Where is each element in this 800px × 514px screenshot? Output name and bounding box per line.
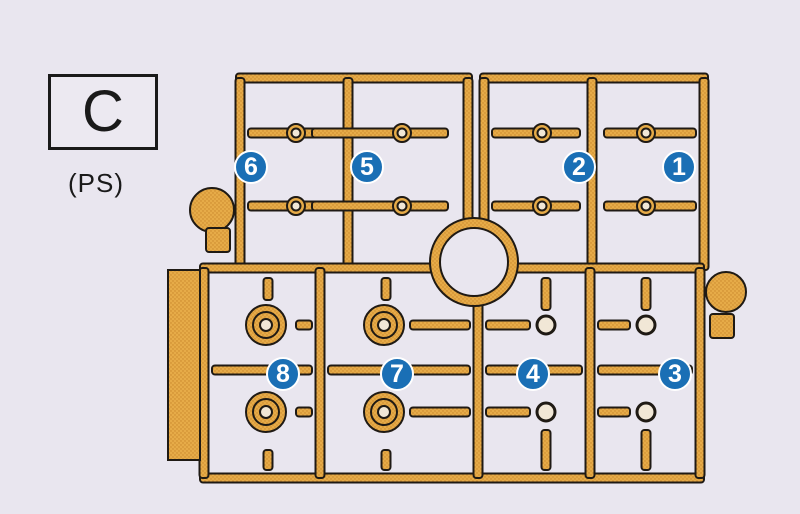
small-ring-hole: [640, 127, 652, 139]
large-ring-hole: [377, 318, 391, 332]
small-ring-hole: [536, 127, 548, 139]
sprue-letter: C: [82, 79, 124, 144]
runner-bar: [295, 406, 313, 418]
runner-bar: [409, 319, 471, 331]
small-ring-hole: [536, 200, 548, 212]
runner-tab-left: [167, 269, 201, 461]
runner-bar: [409, 406, 471, 418]
large-ring-hole: [259, 318, 273, 332]
part-number-6: 6: [244, 152, 258, 181]
runner-bar: [311, 127, 449, 139]
small-ring-hole: [396, 200, 408, 212]
part-number-3-badge: 3: [658, 357, 692, 391]
part-number-1-badge: 1: [662, 150, 696, 184]
part-number-1: 1: [672, 152, 686, 181]
bottom-divider-3: [584, 267, 596, 479]
bottom-outer-bottom: [199, 472, 705, 484]
small-black-ring-part: [635, 401, 657, 423]
top-right-outer-right: [698, 77, 710, 271]
large-ring-hole: [259, 405, 273, 419]
part-number-5: 5: [360, 152, 374, 181]
small-ring-hole: [640, 200, 652, 212]
large-ring-inner: [370, 398, 398, 426]
top-left-outer-top: [235, 72, 473, 84]
sprue-material-label: (PS): [68, 168, 124, 198]
large-ring-inner: [252, 398, 280, 426]
runner-bar: [295, 319, 313, 331]
runner-bar: [380, 449, 392, 471]
bottom-divider-2: [472, 299, 484, 479]
runner-bar: [485, 319, 531, 331]
runner-bar: [540, 429, 552, 471]
gate-tab-left: [189, 187, 235, 233]
gate-tab-right-stem: [709, 313, 735, 339]
part-number-2: 2: [572, 152, 586, 181]
runner-bar: [262, 277, 274, 301]
runner-bar: [311, 200, 449, 212]
runner-bar: [540, 277, 552, 311]
part-number-3: 3: [668, 359, 682, 388]
part-number-8: 8: [276, 359, 290, 388]
gate-tab-left-stem: [205, 227, 231, 253]
large-ring-hole: [377, 405, 391, 419]
part-number-4-badge: 4: [516, 357, 550, 391]
runner-bar: [380, 277, 392, 301]
part-number-4: 4: [526, 359, 540, 388]
runner-bar: [262, 449, 274, 471]
part-number-6-badge: 6: [234, 150, 268, 184]
part-number-5-badge: 5: [350, 150, 384, 184]
part-number-7-badge: 7: [380, 357, 414, 391]
center-hub-hole: [439, 227, 509, 297]
part-number-7: 7: [390, 359, 404, 388]
small-black-ring-part: [635, 314, 657, 336]
runner-bar: [485, 406, 531, 418]
small-black-ring-part: [535, 401, 557, 423]
small-ring-hole: [290, 127, 302, 139]
runner-bar: [640, 277, 652, 311]
large-ring-inner: [370, 311, 398, 339]
runner-bar: [597, 406, 631, 418]
large-ring-inner: [252, 311, 280, 339]
small-ring-hole: [396, 127, 408, 139]
small-ring-hole: [290, 200, 302, 212]
runner-bar: [597, 319, 631, 331]
part-number-2-badge: 2: [562, 150, 596, 184]
part-number-8-badge: 8: [266, 357, 300, 391]
sprue-letter-box: C: [48, 74, 158, 150]
bottom-outer-right: [694, 267, 706, 479]
gate-tab-right: [705, 271, 747, 313]
bottom-divider-1: [314, 267, 326, 479]
small-black-ring-part: [535, 314, 557, 336]
runner-bar: [640, 429, 652, 471]
